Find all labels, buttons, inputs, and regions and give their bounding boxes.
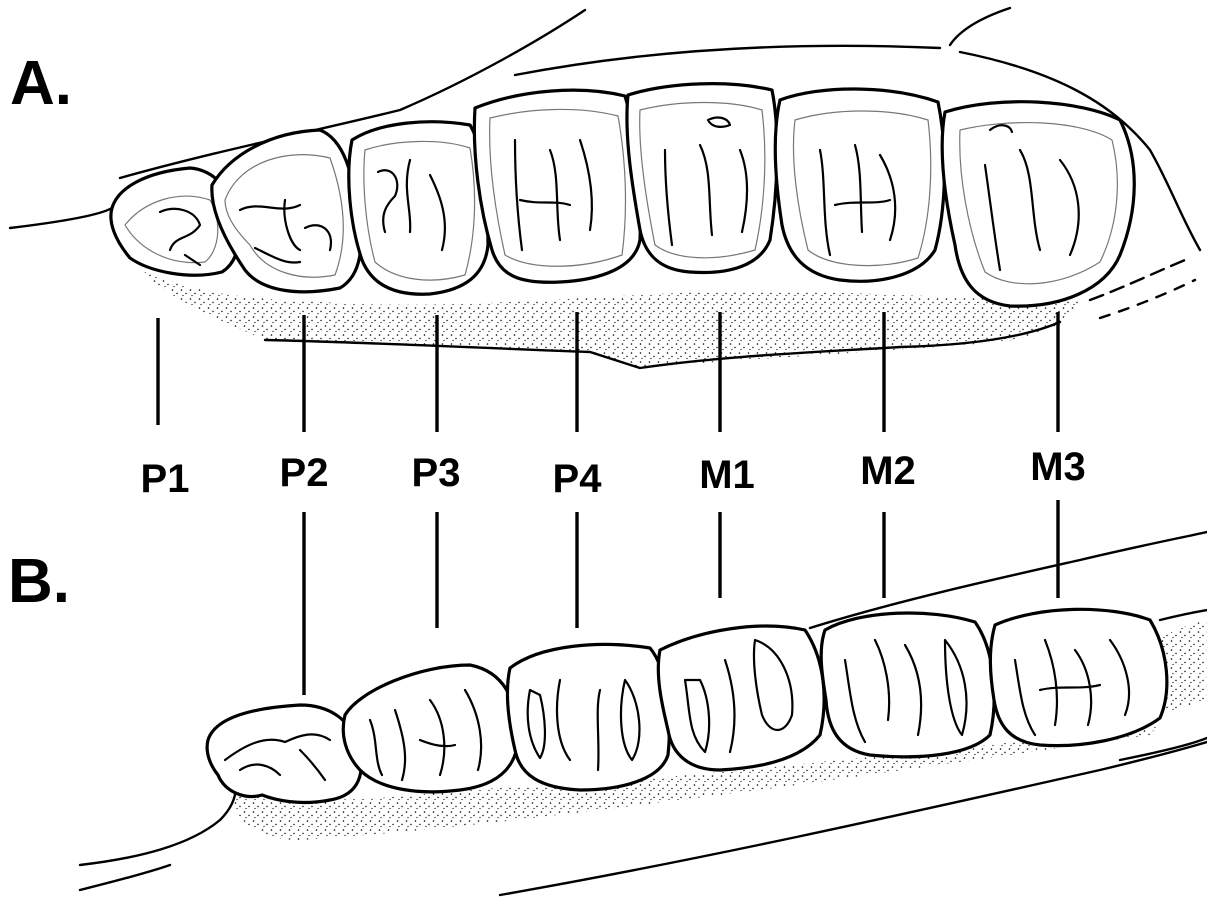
upper-jaw-right-edge-2	[1100, 280, 1195, 318]
upper-tooth-p2	[212, 130, 361, 292]
lower-jaw-inner-line	[1160, 610, 1207, 620]
tooth-label-m1: M1	[699, 453, 755, 497]
upper-tooth-m2	[775, 89, 944, 281]
lower-jaw-base-line	[80, 780, 236, 865]
lower-jaw-ventral-line-2	[1120, 738, 1207, 760]
lower-tooth-m3	[990, 609, 1166, 745]
upper-tooth-m3	[942, 102, 1134, 306]
tooth-label-p1: P1	[141, 457, 190, 501]
lower-tooth-p3	[343, 665, 518, 792]
lower-jaw-base-line-2	[80, 865, 170, 890]
tooth-label-p2: P2	[280, 451, 329, 495]
panel-label-b: B.	[8, 547, 70, 616]
lower-jaw-panel	[80, 532, 1207, 895]
lower-jaw-bone-outline	[810, 532, 1207, 628]
upper-tooth-p3	[349, 122, 488, 294]
upper-tooth-m1	[627, 84, 777, 273]
tooth-label-p3: P3	[412, 451, 461, 495]
upper-jaw-panel	[10, 8, 1200, 368]
lower-tooth-p2	[207, 705, 361, 803]
lower-tooth-m1	[658, 626, 824, 770]
lower-tooth-m2	[821, 613, 994, 757]
upper-tooth-p4	[474, 90, 640, 282]
panel-label-a: A.	[10, 49, 72, 118]
lower-tooth-p4	[508, 644, 670, 790]
tooth-label-m2: M2	[860, 449, 916, 493]
tooth-label-m3: M3	[1030, 445, 1086, 489]
tooth-label-p4: P4	[553, 457, 603, 501]
